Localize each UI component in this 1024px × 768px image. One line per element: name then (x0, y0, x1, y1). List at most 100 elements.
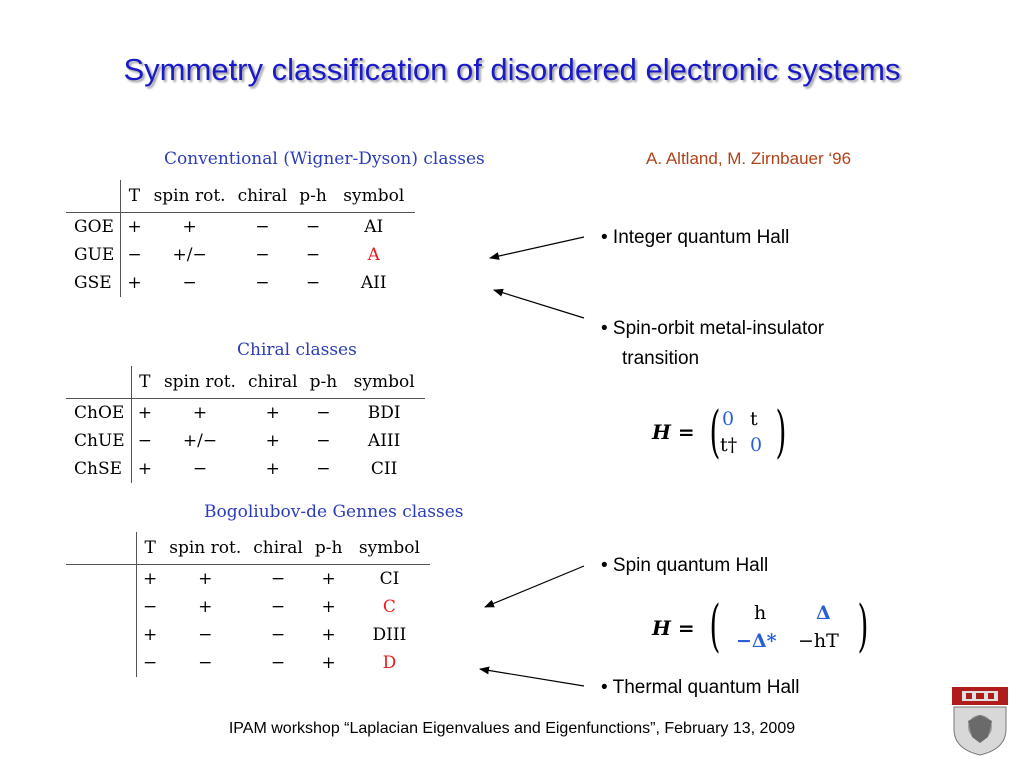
bullet-thermal-quantum-hall: • Thermal quantum Hall (601, 677, 800, 698)
bdg-hamiltonian-formula: H = ( h Δ −Δ* −hT ) (652, 594, 882, 662)
header-name (66, 532, 137, 565)
cell-chiral: − (270, 625, 286, 645)
table-header-row: T spin rot. chiral p-h symbol (66, 180, 415, 213)
matrix-a12: Δ (816, 602, 831, 624)
table-row: − + − + C (66, 593, 430, 621)
table-row: ChSE + − + − CII (66, 455, 425, 483)
left-paren-icon: ( (709, 594, 721, 659)
header-name (66, 366, 132, 399)
cell-symbol: AI (364, 217, 384, 237)
cell-chiral: − (270, 653, 286, 673)
header-spin: spin rot. (147, 180, 232, 213)
class-name (66, 593, 137, 621)
cell-spin: +/− (172, 245, 207, 265)
matrix-a21: −Δ* (736, 630, 777, 652)
cell-ph: − (316, 459, 331, 479)
bullet-spin-orbit: • Spin-orbit metal-insulator (601, 318, 825, 339)
matrix-a12: t (750, 408, 758, 430)
class-name (66, 649, 137, 677)
chiral-hamiltonian-formula: H = ( 0 t t† 0 ) (652, 400, 812, 468)
header-chiral: chiral (241, 366, 304, 399)
cell-t: + (143, 625, 158, 645)
table-row: ChOE + + + − BDI (66, 398, 425, 427)
header-spin: spin rot. (163, 532, 248, 565)
cell-chiral: − (255, 245, 270, 265)
table-row: + + − + CI (66, 564, 430, 593)
matrix-a22: −hT (798, 630, 839, 652)
cell-ph: − (305, 245, 321, 265)
header-symbol: symbol (343, 366, 426, 399)
bdg-table: T spin rot. chiral p-h symbol + + − + CI… (66, 532, 431, 677)
cell-t: + (127, 217, 142, 237)
cell-symbol-highlight: C (382, 597, 396, 617)
arrow-iqh-icon (489, 236, 585, 260)
bullet-spin-orbit-cont: transition (622, 348, 700, 369)
arrow-sqh-icon (484, 565, 585, 608)
matrix-a22: 0 (750, 434, 763, 456)
slide-title: Symmetry classification of disordered el… (123, 52, 901, 87)
class-name: ChSE (66, 455, 132, 483)
table-row: GOE + + − − AI (66, 212, 415, 241)
cell-t: + (137, 459, 152, 479)
cell-t: + (143, 569, 158, 589)
cell-ph: + (321, 625, 336, 645)
cell-t: − (127, 245, 142, 265)
right-paren-icon: ) (775, 400, 787, 465)
cell-spin: − (192, 459, 208, 479)
wigner-dyson-table: T spin rot. chiral p-h symbol GOE + + − … (66, 180, 415, 297)
arrow-spin-orbit-icon (493, 288, 585, 319)
cell-symbol: BDI (367, 403, 401, 423)
class-name (66, 564, 137, 593)
cell-t: − (143, 653, 158, 673)
cell-symbol: AIII (367, 431, 401, 451)
header-ph: p-h (308, 532, 349, 565)
matrix-a21: t† (720, 434, 738, 456)
cell-ph: − (305, 273, 321, 293)
header-t: T (136, 532, 164, 565)
cell-t: − (137, 431, 152, 451)
cell-spin: + (198, 597, 213, 617)
matrix-a11: h (754, 602, 767, 624)
matrix-a11: 0 (722, 408, 735, 430)
cell-ph: + (321, 597, 336, 617)
wigner-dyson-heading: Conventional (Wigner-Dyson) classes (164, 149, 485, 169)
header-ph: p-h (293, 180, 333, 213)
cell-ph: − (305, 217, 321, 237)
formula-lhs: H = (652, 616, 695, 640)
header-spin: spin rot. (157, 366, 242, 399)
university-crest-icon (952, 687, 1008, 756)
header-ph: p-h (303, 366, 344, 399)
right-paren-icon: ) (857, 594, 869, 659)
cell-t: − (143, 597, 158, 617)
header-symbol: symbol (332, 180, 415, 213)
cell-symbol: CII (370, 459, 398, 479)
header-name (66, 180, 122, 213)
table-header-row: T spin rot. chiral p-h symbol (66, 532, 431, 565)
cell-chiral: − (255, 217, 270, 237)
cell-ph: − (316, 431, 331, 451)
header-symbol: symbol (348, 532, 431, 565)
cell-symbol: AII (360, 273, 387, 293)
cell-ph: − (316, 403, 331, 423)
cell-ph: + (321, 653, 336, 673)
cell-symbol: CI (379, 569, 400, 589)
bullet-integer-quantum-hall: • Integer quantum Hall (601, 227, 790, 248)
cell-spin: − (182, 273, 197, 293)
table-row: + − − + DIII (66, 621, 430, 649)
class-name: GOE (66, 212, 122, 241)
cell-spin: + (182, 217, 197, 237)
cell-spin: +/− (182, 431, 218, 451)
arrow-tqh-icon (479, 666, 585, 687)
table-row: − − − + D (66, 649, 430, 677)
header-t: T (120, 180, 148, 213)
cell-t: + (127, 273, 142, 293)
class-name (66, 621, 137, 649)
class-name: ChOE (66, 398, 132, 427)
chiral-heading: Chiral classes (237, 340, 357, 360)
cell-symbol-highlight: D (382, 653, 397, 673)
class-name: GUE (66, 241, 122, 269)
cell-symbol: DIII (372, 625, 407, 645)
header-chiral: chiral (247, 532, 309, 565)
cell-chiral: + (265, 459, 280, 479)
